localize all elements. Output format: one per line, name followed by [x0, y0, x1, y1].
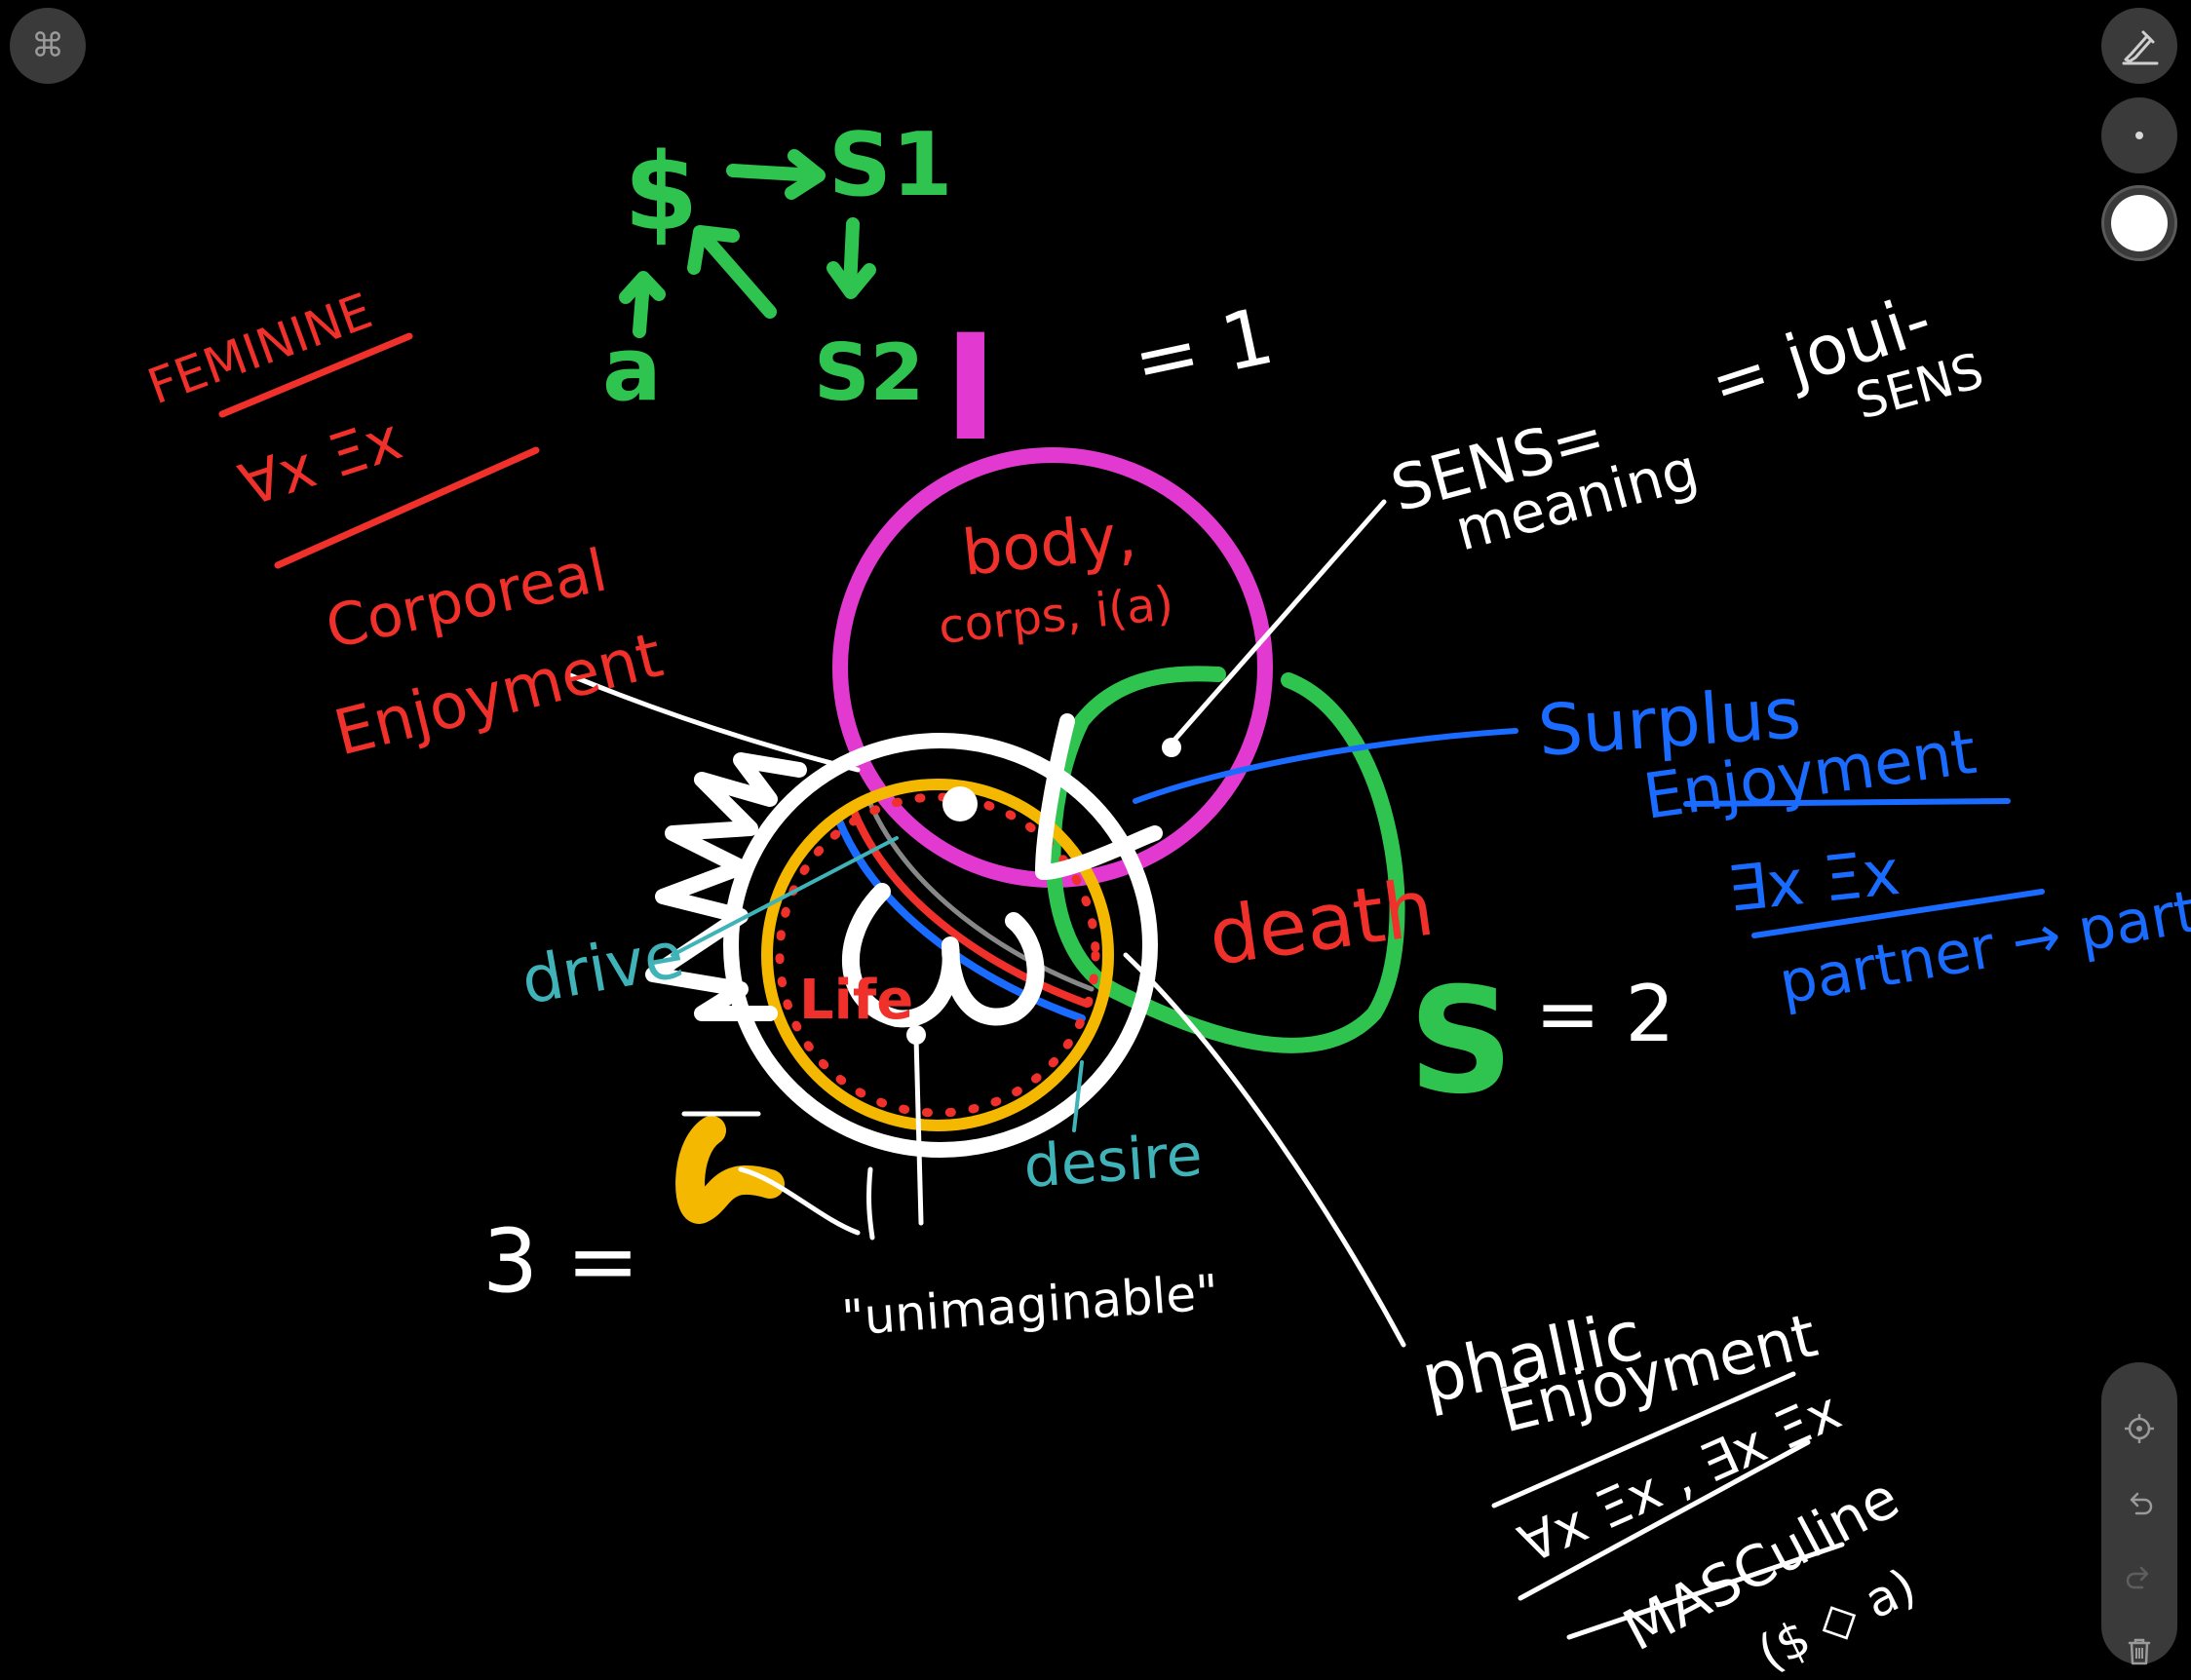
death-label: death: [1204, 862, 1440, 983]
symbolic-s-label: S: [1408, 957, 1514, 1126]
schema-arrows: [619, 149, 876, 338]
white-ring: [723, 733, 1158, 1158]
pen-icon: [2122, 30, 2159, 65]
brush-size-small-button[interactable]: [2101, 97, 2177, 173]
pen-tool-button[interactable]: [2101, 8, 2177, 84]
drive-rays: [645, 752, 807, 1021]
i-equals-label: = 1: [1126, 290, 1282, 408]
body-label: body,: [959, 501, 1139, 591]
symbolic-ring: [1045, 666, 1405, 1053]
surplus-label: Surplus: [1535, 671, 1803, 772]
command-icon: ⌘: [31, 26, 64, 65]
undo-icon: [2130, 1492, 2153, 1515]
s-equals-label: = 2: [1535, 969, 1674, 1059]
undo-button[interactable]: [2101, 1473, 2177, 1532]
command-button[interactable]: ⌘: [10, 8, 86, 84]
redo-button[interactable]: [2101, 1547, 2177, 1606]
drive-label: drive: [516, 917, 689, 1019]
white-stroke: [681, 1111, 861, 1236]
schema-s2: S2: [814, 327, 924, 418]
feminine-underlines: [218, 332, 540, 569]
omega-symbol: [842, 883, 1045, 1028]
pointer-lines: [567, 499, 1845, 1640]
brush-size-large-button[interactable]: [2101, 185, 2177, 261]
brush-size-small-icon: [2135, 132, 2143, 139]
dotted-ring: [775, 792, 1100, 1118]
real-ring: [761, 779, 1114, 1131]
inner-arcs: [834, 794, 1095, 1022]
brush-size-large-icon: [2111, 195, 2168, 251]
petal-shape: [1035, 713, 1163, 880]
action-toolbar: [2101, 1362, 2177, 1665]
unimaginable-pointer-dot: [906, 1025, 926, 1045]
schema-a: a: [602, 319, 662, 421]
life-label: Life: [799, 969, 913, 1032]
recenter-button[interactable]: [2101, 1399, 2177, 1458]
crosshair-icon: [2125, 1414, 2154, 1443]
trash-icon: [2128, 1638, 2151, 1665]
teal-lines: [671, 836, 1084, 1132]
unimaginable-label: "unimaginable": [840, 1264, 1220, 1347]
center-dot: [942, 786, 978, 821]
schema-s1: S1: [828, 114, 952, 216]
surplus-underlines: [1683, 798, 2045, 938]
schema-s-barred: $: [624, 130, 699, 254]
surplus-pointer: [1133, 728, 1518, 804]
imaginary-i-label: I: [943, 304, 998, 474]
feminine-formula: ∀x Ξx: [232, 404, 409, 520]
sens-pointer-dot: [1162, 738, 1181, 757]
desire-label: desire: [1021, 1121, 1205, 1202]
three-equals-label: 3 =: [482, 1210, 639, 1313]
surplus-formula: ∃x Ξx: [1724, 837, 1903, 927]
yellow-shape: [675, 1116, 785, 1224]
delete-button[interactable]: [2101, 1622, 2177, 1680]
redo-icon: [2126, 1566, 2149, 1589]
